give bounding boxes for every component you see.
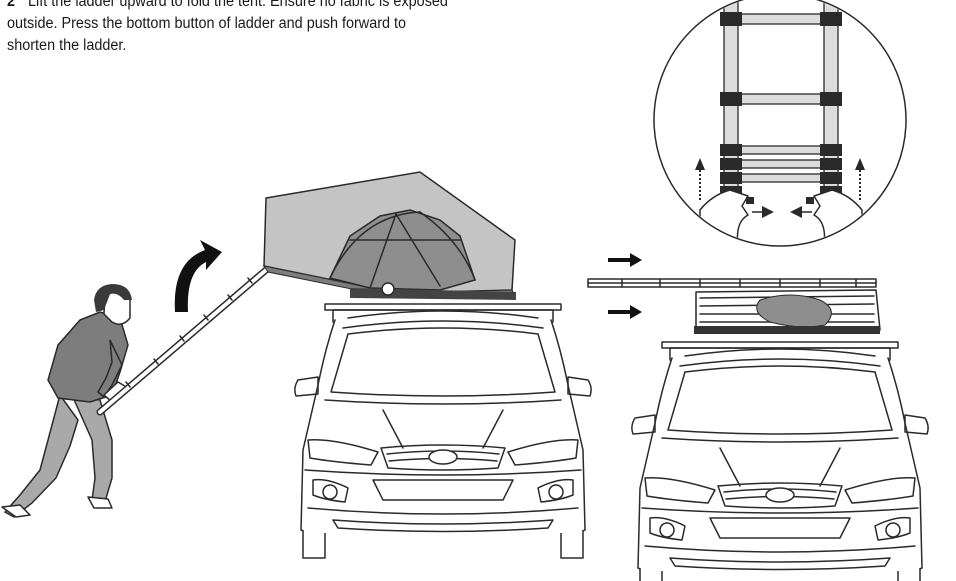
instruction-line-3: shorten the ladder. [7,37,127,54]
instruction-line-2: outside. Press the bottom button of ladd… [7,15,407,32]
tent-folded-icon [587,278,881,334]
car-front-icon [631,341,929,581]
right-arrow-icon [608,253,642,267]
car-front-icon [294,303,592,559]
ladder-icon [96,266,270,416]
ladder-detail-icon [653,0,907,247]
instruction-line-1: 2 Lift the ladder upward to fold the tent… [7,0,602,13]
instruction-text: 2 Lift the ladder upward to fold the tent… [7,0,602,57]
step-number: 2 [7,0,16,10]
curved-arrow-icon [174,240,222,312]
person-icon [1,284,132,518]
tent-open-icon [262,171,516,300]
instruction-line-1-text: Lift the ladder upward to fold the tent.… [28,0,448,10]
right-arrow-icon [608,305,642,319]
